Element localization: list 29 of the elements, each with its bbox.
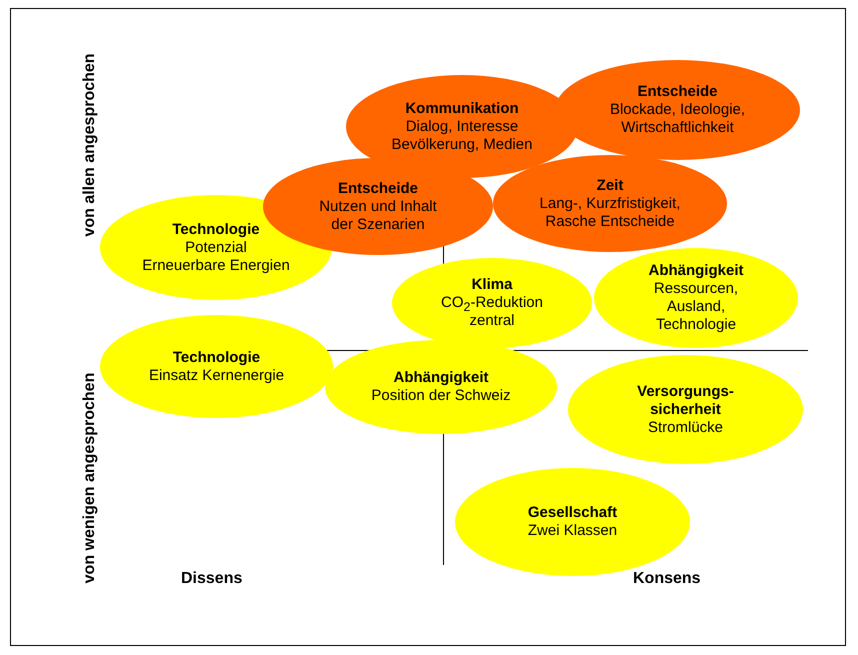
topic-detail: Nutzen und Inhalt der Szenarien — [318, 198, 438, 234]
topic-detail: Dialog, Interesse Bevölkerung, Medien — [390, 118, 534, 154]
axis-label: Dissens — [181, 570, 242, 588]
topic-heading: Abhängigkeit — [392, 369, 490, 387]
topic-detail: CO$_{2}$-Reduktion zentral — [440, 294, 544, 330]
topic-detail: Zwei Klassen — [526, 522, 618, 540]
axis-label: von allen angesprochen — [81, 53, 99, 237]
topic-heading: Technologie — [172, 348, 262, 366]
topic-detail: Lang-, Kurzfristigkeit, Rasche Entscheide — [538, 194, 682, 230]
topic-detail: Einsatz Kernenergie — [148, 366, 286, 384]
topic-heading: Abhängigkeit — [647, 262, 744, 280]
topic-detail: Position der Schweiz — [370, 387, 512, 405]
topic-heading: Entscheide — [636, 83, 719, 101]
topic-heading: Gesellschaft — [526, 504, 618, 522]
topic-heading: Entscheide — [336, 180, 420, 198]
topic-detail: Technologie — [654, 316, 738, 334]
topic-heading: Zeit — [596, 176, 624, 194]
topic-detail: Blockade, Ideologie, Wirtschaftlichkeit — [608, 101, 746, 137]
topic-heading: Versorgungs- sicherheit — [636, 382, 735, 418]
axis-label: von wenigen angesprochen — [81, 372, 99, 584]
topic-detail: Ressourcen, — [652, 280, 740, 298]
topic-detail: Ausland, — [666, 298, 726, 316]
topic-detail: Erneuerbare Energien — [141, 256, 291, 274]
topic-heading: Klima — [470, 276, 514, 294]
axis-label: Konsens — [633, 570, 701, 588]
topic-heading: Technologie — [171, 220, 261, 238]
topic-detail: Stromlücke — [646, 418, 724, 436]
topic-heading: Kommunikation — [404, 100, 520, 118]
topic-detail: Potenzial — [184, 238, 248, 256]
